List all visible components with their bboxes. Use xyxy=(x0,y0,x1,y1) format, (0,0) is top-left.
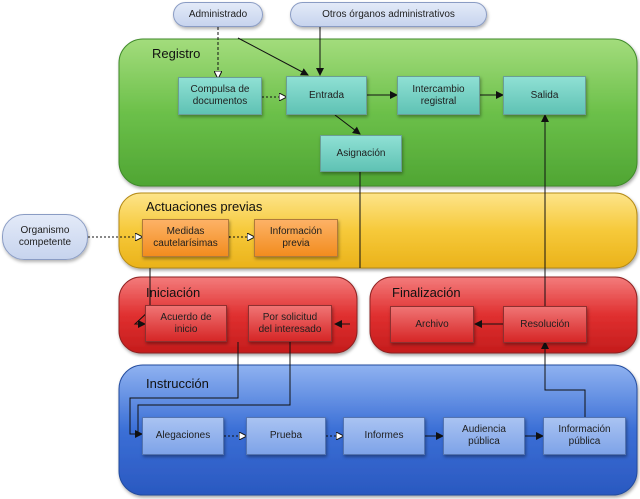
edge-administrado-entrada xyxy=(237,37,309,76)
node-alegaciones: Alegaciones xyxy=(142,417,224,455)
node-otros-organos: Otros órganos administrativos xyxy=(290,2,487,27)
node-entrada: Entrada xyxy=(286,76,367,115)
title-iniciacion: Iniciación xyxy=(146,285,201,300)
title-instruccion: Instrucción xyxy=(146,376,209,391)
region-registro xyxy=(118,38,638,187)
node-asignacion: Asignación xyxy=(320,135,402,172)
title-actuaciones-previas: Actuaciones previas xyxy=(146,199,263,214)
node-informacion-publica: Información pública xyxy=(543,417,626,455)
title-registro: Registro xyxy=(152,46,201,61)
edge-informacion-publica-resolucion xyxy=(541,341,586,418)
node-archivo: Archivo xyxy=(390,306,474,343)
node-informes: Informes xyxy=(343,417,425,455)
node-acuerdo-inicio: Acuerdo de inicio xyxy=(145,305,227,342)
node-informacion-previa: Información previa xyxy=(254,219,338,257)
title-finalizacion: Finalización xyxy=(392,285,461,300)
edge-entrada-asignacion xyxy=(334,114,361,135)
edge-organismo-acuerdo xyxy=(133,268,151,328)
connectors xyxy=(88,27,586,440)
node-prueba: Prueba xyxy=(246,417,326,455)
node-salida: Salida xyxy=(503,76,586,115)
node-intercambio: Intercambio registral xyxy=(397,76,480,115)
node-administrado: Administrado xyxy=(173,2,263,27)
node-compulsa: Compulsa de documentos xyxy=(178,77,262,115)
region-actuaciones-previas xyxy=(118,192,638,269)
edge-solicitud-alegaciones xyxy=(137,342,291,434)
node-solicitud-interesado: Por solicitud del interesado xyxy=(248,305,332,342)
node-medidas-cautelarisimas: Medidas cautelarísimas xyxy=(142,219,229,257)
node-organismo-competente: Organismo competente xyxy=(2,214,88,260)
node-resolucion: Resolución xyxy=(503,306,587,343)
node-audiencia-publica: Audiencia pública xyxy=(443,417,525,455)
edge-acuerdo-alegaciones xyxy=(129,342,239,438)
